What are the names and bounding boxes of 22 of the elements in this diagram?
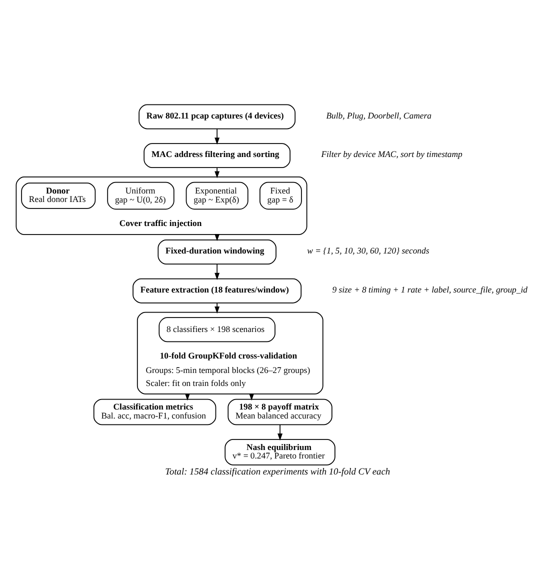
arrow	[278, 424, 282, 440]
arrow	[214, 302, 220, 314]
node-box: Donor Real donor IATs	[21, 182, 96, 208]
node-box: Fixed gap = δ	[260, 181, 302, 210]
arrow	[214, 166, 220, 178]
node-label: Filter by device MAC, sort by timestamp	[321, 148, 462, 159]
node-box: MAC address filtering and sorting	[144, 142, 290, 168]
node-label: Bulb, Plug, Doorbell, Camera	[326, 110, 432, 120]
node-box: 198 × 8 payoff matrix Mean balanced accuracy	[228, 398, 332, 425]
node-box: Uniform gap ~ U(0, 2δ)	[107, 181, 174, 210]
node-label: w = {1, 5, 10, 30, 60, 120} seconds	[307, 245, 430, 256]
arrow	[214, 263, 220, 280]
node-box: Nash equilibrium v* = 0.247, Pareto frontier	[224, 438, 336, 465]
arrow	[214, 128, 220, 144]
node-box: Exponential gap ~ Exp(δ)	[186, 181, 248, 210]
node-label: 9 size + 8 timing + 1 rate + label, source_file, group_id	[332, 284, 528, 294]
node-box: Classification metrics Bal. acc, macro-F1, confusion	[93, 398, 216, 425]
node-box: Raw 802.11 pcap captures (4 devices)	[138, 104, 296, 129]
node-box: 8 classifiers × 198 scenarios	[158, 316, 276, 342]
node-box: Feature extraction (18 features/window)	[132, 278, 302, 303]
node-box: Fixed-duration windowing	[158, 239, 276, 264]
caption: Total: 1584 classification experiments with 10-fold CV each	[165, 466, 390, 477]
